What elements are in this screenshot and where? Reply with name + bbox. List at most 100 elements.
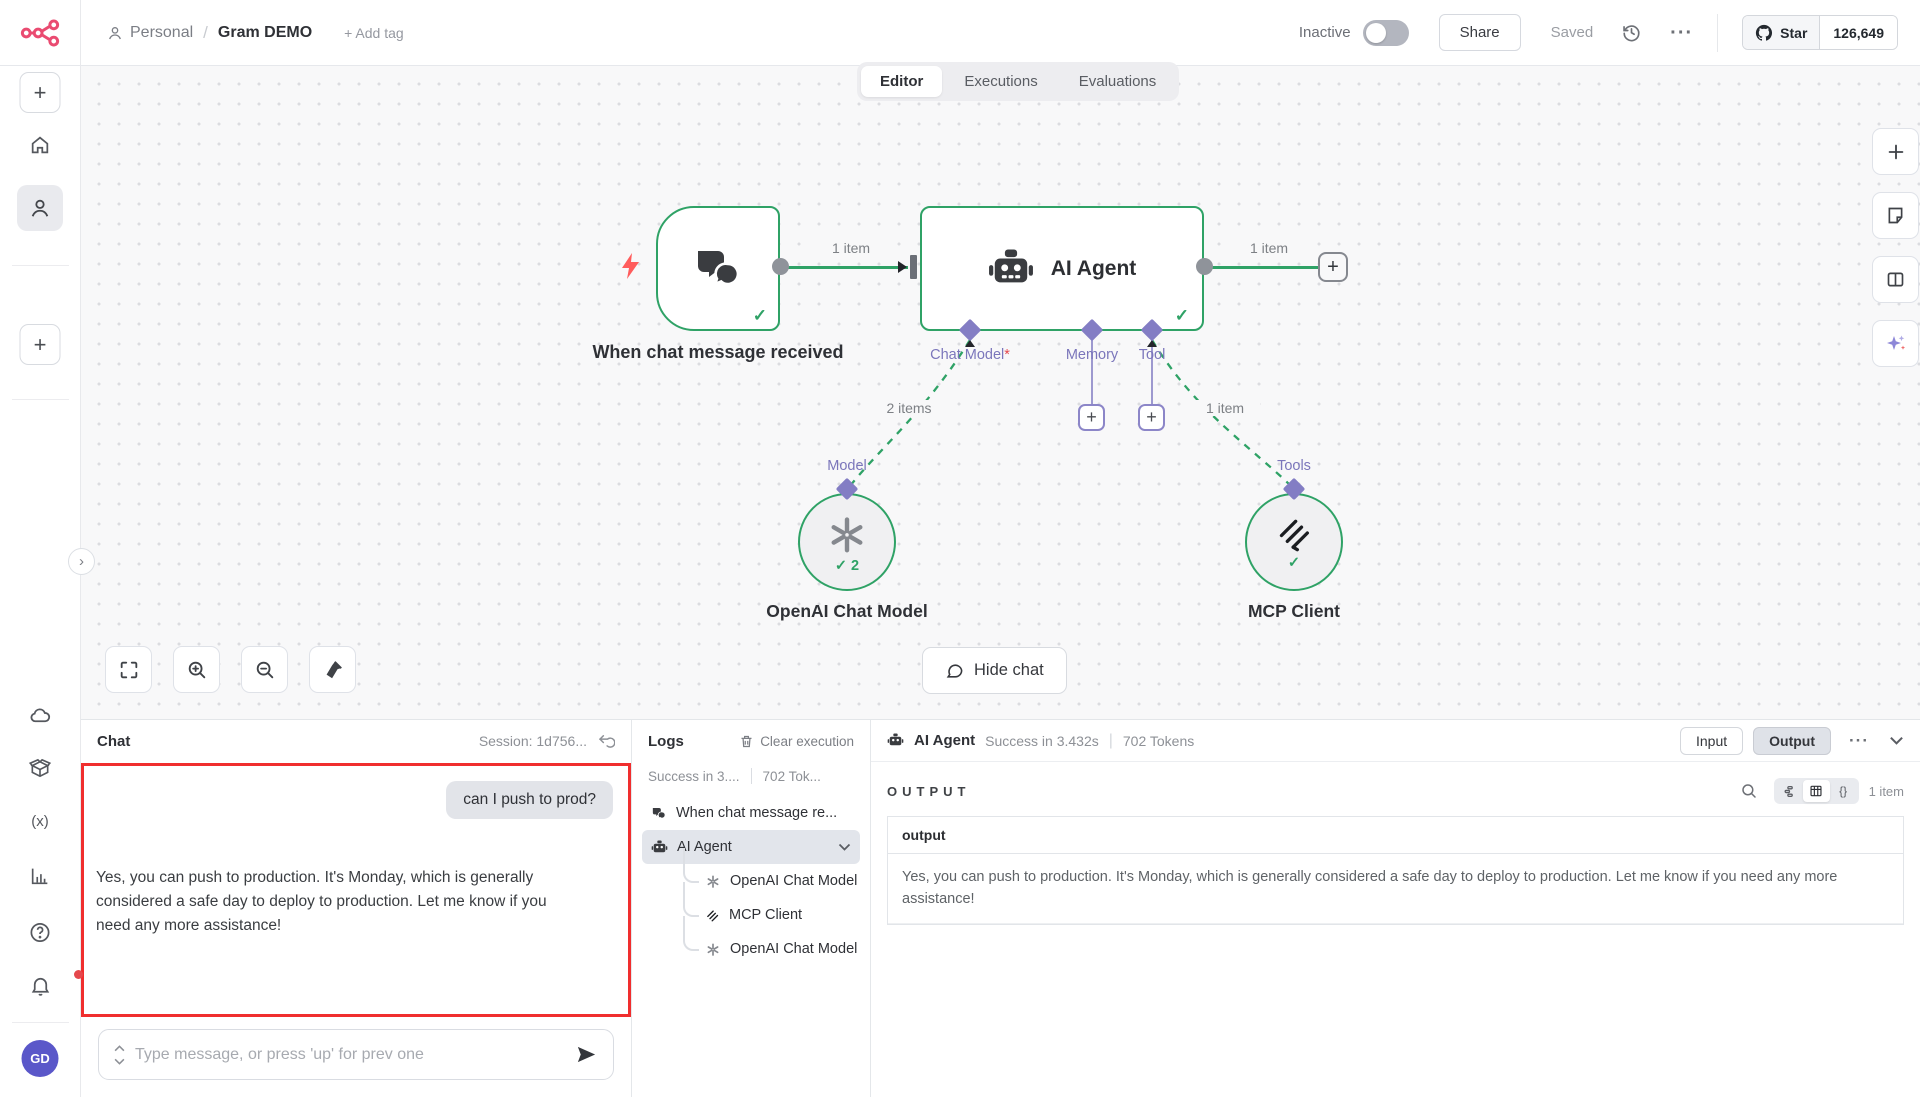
output-port[interactable] — [772, 258, 789, 275]
ai-sparkle-icon — [1886, 335, 1905, 350]
output-cell-value[interactable]: Yes, you can push to production. It's Mo… — [888, 854, 1903, 924]
workflow-name[interactable]: Gram DEMO — [217, 23, 313, 41]
github-star-widget[interactable]: Star 126,649 — [1742, 15, 1898, 50]
avatar: GD — [21, 1040, 59, 1077]
node-when-chat-message-received[interactable]: ✓ — [656, 206, 780, 331]
openai-icon — [707, 943, 719, 956]
chat-message-input[interactable] — [135, 1045, 565, 1064]
github-star-count[interactable]: 126,649 — [1820, 16, 1897, 49]
sidebar-item-templates[interactable] — [28, 757, 52, 780]
input-tab-button[interactable]: Input — [1680, 726, 1744, 755]
model-node-label: OpenAI Chat Model — [766, 601, 928, 621]
node-mcp-client[interactable]: ✓ — [1245, 493, 1343, 591]
memory-port-label: Memory — [1065, 347, 1119, 363]
sidebar-item-insights[interactable] — [29, 865, 51, 887]
share-button[interactable]: Share — [1438, 14, 1521, 51]
open-nodes-panel-button[interactable] — [1872, 128, 1919, 175]
log-row-ai-agent[interactable]: AI Agent — [642, 830, 860, 864]
session-id: Session: 1d756... — [478, 733, 587, 749]
detail-tokens: 702 Tokens — [1122, 732, 1195, 749]
n8n-logo[interactable] — [0, 0, 81, 66]
detail-status: Success in 3.432s — [985, 732, 1099, 749]
add-node-button[interactable]: + — [1318, 252, 1348, 282]
n8n-logo-icon — [20, 19, 60, 46]
add-tag-button[interactable]: + Add tag — [344, 24, 404, 41]
breadcrumb-separator: / — [203, 22, 208, 42]
output-column-header[interactable]: output — [888, 817, 1903, 854]
detail-more-button[interactable]: ··· — [1849, 730, 1869, 750]
tab-evaluations[interactable]: Evaluations — [1078, 73, 1157, 90]
chat-messages-highlight: can I push to prod? Yes, you can push to… — [81, 763, 631, 1017]
breadcrumb: Personal / Gram DEMO + Add tag — [107, 23, 404, 43]
sidebar-item-help[interactable] — [29, 921, 52, 944]
collapse-panel-icon[interactable] — [1889, 736, 1904, 745]
sidebar-item-notifications[interactable] — [0, 970, 83, 997]
edge-line — [1204, 266, 1320, 269]
left-sidebar: + + (x) GD — [0, 66, 83, 1097]
zoom-in-button[interactable] — [173, 646, 220, 693]
edge-arrow — [965, 340, 975, 347]
notification-dot — [74, 970, 83, 979]
reset-session-icon[interactable] — [597, 732, 615, 750]
toggle-knob — [1365, 22, 1386, 43]
hide-chat-button[interactable]: Hide chat — [922, 647, 1067, 694]
add-sticky-note-button[interactable] — [1872, 192, 1919, 239]
add-tool-button[interactable]: + — [1138, 404, 1165, 431]
tab-editor[interactable]: Editor — [861, 66, 943, 97]
sidebar-item-personal[interactable] — [17, 185, 63, 231]
table-view-button[interactable] — [1802, 780, 1830, 802]
input-port[interactable] — [910, 255, 917, 279]
top-bar: Personal / Gram DEMO + Add tag Inactive … — [0, 0, 1920, 66]
version-history-button[interactable] — [1621, 22, 1642, 43]
breadcrumb-project[interactable]: Personal — [107, 24, 193, 42]
message-history-chevrons[interactable] — [114, 1044, 125, 1065]
node-openai-chat-model[interactable]: ✓ 2 — [798, 493, 896, 591]
output-section-header: OUTPUT {} 1 item — [871, 762, 1920, 814]
zoom-in-icon — [188, 661, 205, 678]
sidebar-divider — [12, 265, 69, 266]
github-star-button[interactable]: Star — [1743, 16, 1821, 49]
json-view-button[interactable]: {} — [1839, 784, 1848, 798]
sidebar-item-variables[interactable]: (x) — [31, 813, 49, 830]
tab-executions[interactable]: Executions — [964, 73, 1038, 90]
sidebar-divider — [12, 1022, 69, 1023]
send-icon[interactable] — [575, 1043, 598, 1066]
new-workflow-button[interactable]: + — [19, 72, 61, 113]
output-port[interactable] — [1196, 258, 1213, 275]
activation-status-label: Inactive — [1298, 24, 1351, 41]
log-row-trigger[interactable]: When chat message re... — [642, 796, 860, 830]
log-row-openai-chat-model[interactable]: OpenAI Chat Model — [678, 848, 860, 898]
activation-toggle[interactable] — [1362, 19, 1409, 46]
log-row-openai-chat-model-2[interactable]: OpenAI Chat Model — [678, 916, 860, 966]
zoom-out-button[interactable] — [241, 646, 288, 693]
tidy-up-button[interactable] — [309, 646, 356, 693]
log-row-mcp-client[interactable]: MCP Client — [678, 882, 860, 932]
ai-assistant-button[interactable] — [1872, 320, 1919, 367]
fit-view-button[interactable] — [105, 646, 152, 693]
toggle-panel-button[interactable] — [1872, 256, 1919, 303]
add-project-button[interactable]: + — [19, 324, 61, 365]
more-options-button[interactable]: ··· — [1670, 21, 1694, 44]
status-divider: | — [1108, 731, 1113, 749]
zoom-out-icon — [256, 661, 273, 678]
sticky-note-icon — [1888, 207, 1903, 224]
workflow-canvas[interactable] — [81, 66, 1920, 719]
logs-panel-title: Logs — [648, 732, 684, 750]
success-check-with-count: ✓ 2 — [834, 558, 860, 574]
user-avatar[interactable]: GD — [21, 1040, 59, 1077]
expand-sidebar-button[interactable]: › — [68, 548, 95, 575]
output-tab-button[interactable]: Output — [1753, 726, 1832, 755]
node-ai-agent[interactable]: AI Agent ✓ — [920, 206, 1204, 331]
help-icon — [30, 923, 50, 942]
edge-line — [780, 266, 908, 269]
chevron-down-icon — [114, 1058, 125, 1065]
clear-execution-button[interactable]: Clear execution — [739, 734, 854, 749]
search-icon[interactable] — [1740, 782, 1758, 800]
github-icon — [1756, 24, 1773, 41]
sidebar-item-cloud-admin[interactable] — [29, 704, 52, 727]
chat-trigger-icon — [652, 807, 666, 819]
sidebar-item-home[interactable] — [29, 134, 51, 156]
split-panel-icon — [1887, 272, 1904, 287]
add-memory-button[interactable]: + — [1078, 404, 1105, 431]
schema-view-button[interactable] — [1776, 780, 1803, 802]
